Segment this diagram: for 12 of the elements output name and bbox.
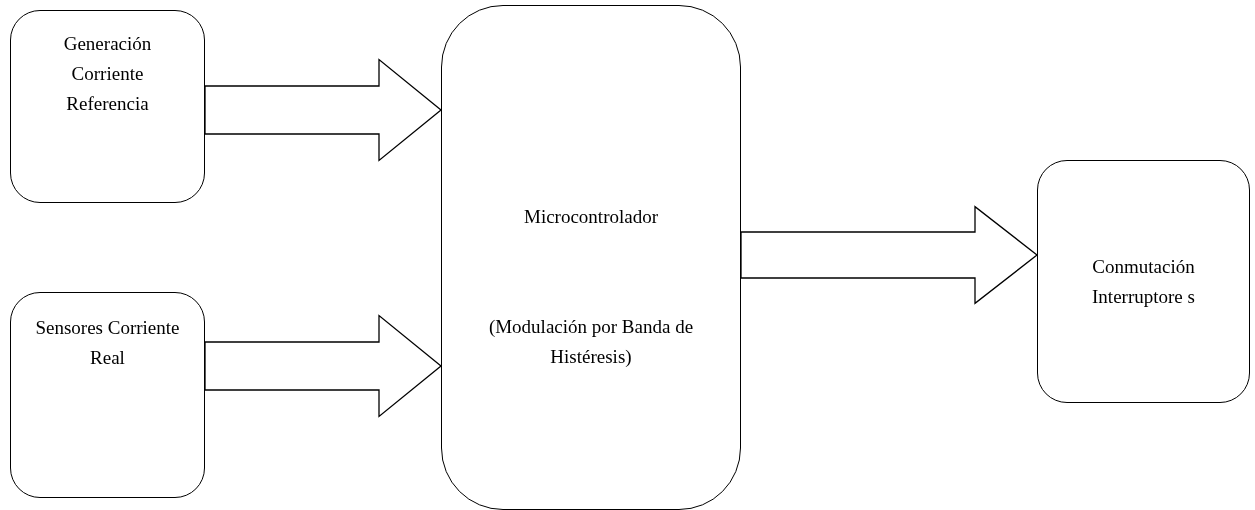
box-label: Microcontrolador — [523, 205, 659, 229]
block-arrow — [204, 58, 443, 162]
block-arrow — [740, 205, 1039, 305]
box-label: Conmutación Interruptore s — [1091, 254, 1196, 309]
rounded-box — [10, 292, 205, 498]
rounded-box — [10, 10, 205, 203]
box-label: (Modulación por Banda de Histéresis) — [487, 315, 695, 369]
block-arrow — [204, 314, 443, 418]
box-label: Sensores Corriente Real — [34, 316, 181, 370]
box-label: Generación Corriente Referencia — [62, 32, 153, 116]
rounded-box — [1037, 160, 1250, 403]
rounded-box — [441, 5, 741, 510]
